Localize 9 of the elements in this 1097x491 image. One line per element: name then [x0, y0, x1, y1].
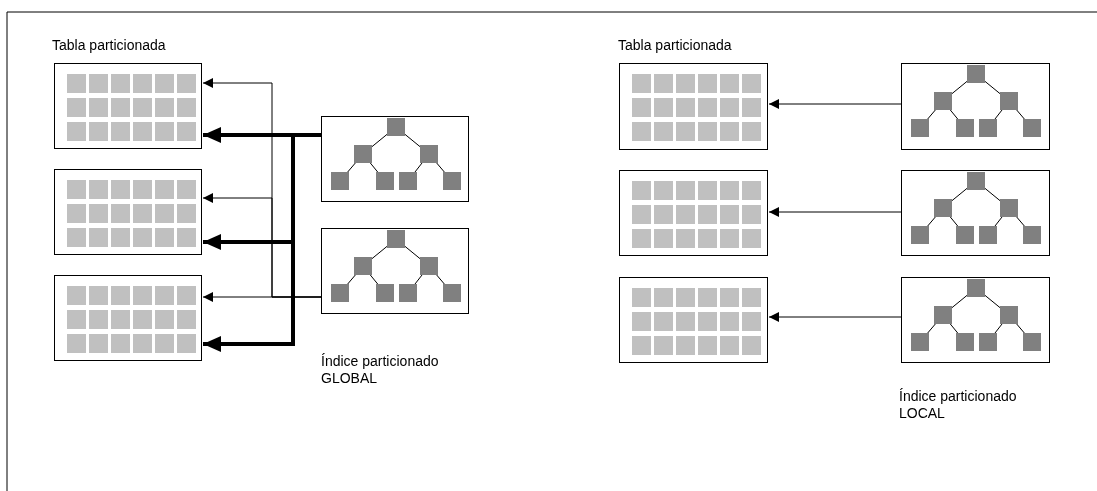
caption-label: Tabla particionada [618, 37, 733, 54]
caption-label: Índice particionado LOCAL [899, 388, 1018, 422]
arrow [768, 312, 902, 322]
arrow [768, 207, 902, 217]
caption-label: Índice particionado GLOBAL [321, 353, 440, 387]
arrow [768, 99, 902, 109]
arrow [203, 133, 321, 352]
arrow [202, 292, 322, 302]
caption-label: Tabla particionada [52, 37, 167, 54]
